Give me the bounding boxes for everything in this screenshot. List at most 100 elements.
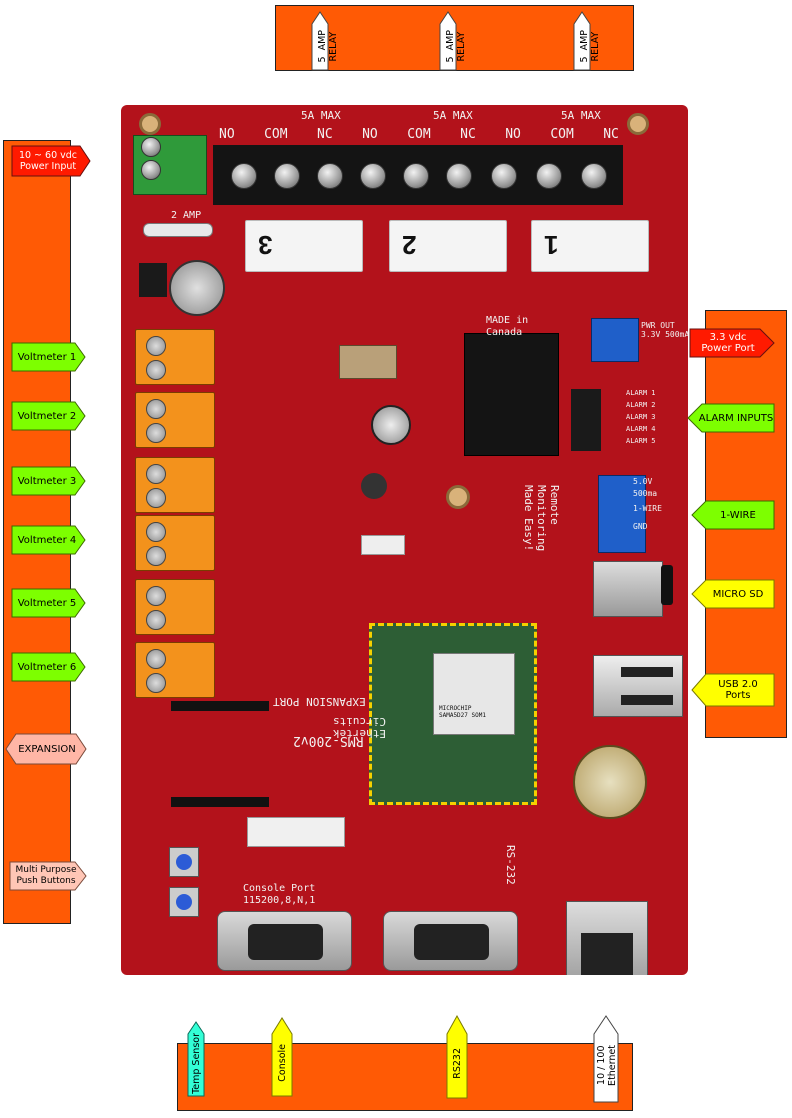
label-micro-sd: MICRO SD <box>712 588 764 600</box>
vm5-arrow <box>11 588 86 618</box>
label-alarm-inputs: ALARM INPUTS <box>698 412 774 424</box>
one-wire-terminal <box>598 475 646 553</box>
label-1-wire: 1-WIRE <box>720 509 756 521</box>
vm4-arrow <box>11 525 86 555</box>
coin-cell <box>573 745 647 819</box>
usb-slot-2 <box>621 695 673 705</box>
relay1-max: 5A MAX <box>561 109 601 122</box>
t-no-2: NO <box>362 127 378 142</box>
micro-sd-card <box>661 565 673 605</box>
push-button-1[interactable] <box>169 847 199 877</box>
screw-1 <box>231 163 257 189</box>
pwr-out-label: PWR OUT 3.3V 500mA <box>641 321 688 339</box>
t-com-1: COM <box>550 127 574 142</box>
relay-1-arrow-shape <box>573 11 591 71</box>
label-voltmeter-4: Voltmeter 4 <box>17 534 77 546</box>
buzzer <box>371 405 411 445</box>
console-port-label: Console Port 115200,8,N,1 <box>243 883 316 906</box>
onewire-arrow <box>691 500 775 530</box>
power-screw-1 <box>141 137 161 157</box>
label-voltmeter-1: Voltmeter 1 <box>17 351 77 363</box>
voltmeter-5-terminal <box>135 579 215 635</box>
exp-arrow <box>5 733 87 765</box>
t-com-3: COM <box>264 127 288 142</box>
label-voltmeter-3: Voltmeter 3 <box>17 475 77 487</box>
eth-arrow <box>593 1015 619 1103</box>
one-wire-labels: 5.0V 500ma 1-WIRE GND <box>633 477 683 537</box>
screw-5 <box>403 163 429 189</box>
fuse <box>143 223 213 237</box>
label-console: Console <box>276 1044 288 1082</box>
transformer <box>464 333 559 456</box>
som-label: MICROCHIP SAMA5D27 SOM1 <box>439 705 486 719</box>
capacitor <box>169 260 225 316</box>
relay-3: 3 <box>245 220 363 272</box>
ow-5v: 5.0V <box>633 477 653 486</box>
usb-arrow <box>691 673 775 707</box>
usb-slot-1 <box>621 667 673 677</box>
ow-1wire: 1-WIRE <box>633 504 662 513</box>
coil <box>361 473 387 499</box>
voltmeter-1-terminal <box>135 329 215 385</box>
label-power-input: 10 ~ 60 vdc Power Input <box>18 150 78 172</box>
relay-1: 1 <box>531 220 649 272</box>
temp-connector <box>361 535 405 555</box>
push-button-2[interactable] <box>169 887 199 917</box>
alarm-jumpers <box>571 389 601 451</box>
label-rs232: RS232 <box>451 1047 463 1079</box>
screw-8 <box>536 163 562 189</box>
relay-2-arrow-shape <box>439 11 457 71</box>
vm3-arrow <box>11 466 86 496</box>
label-power-port: 3.3 vdc Power Port <box>701 332 755 354</box>
screw-4 <box>360 163 386 189</box>
t-no-3: NO <box>219 127 235 142</box>
fuse-label: 2 AMP <box>171 210 202 221</box>
t-nc-2: NC <box>460 127 476 142</box>
ribbon-connector <box>247 817 345 847</box>
voltmeter-2-terminal <box>135 392 215 448</box>
regulator <box>139 263 167 297</box>
t-com-2: COM <box>407 127 431 142</box>
label-voltmeter-5: Voltmeter 5 <box>17 597 77 609</box>
mount-hole-tr <box>627 113 649 135</box>
t-nc-3: NC <box>317 127 333 142</box>
relay2-max: 5A MAX <box>433 109 473 122</box>
expansion-header-bottom <box>171 797 269 807</box>
screw-7 <box>491 163 517 189</box>
vm6-arrow <box>11 652 86 682</box>
made-in-canada: MADE in Canada <box>486 315 529 338</box>
inductor <box>339 345 397 379</box>
usb-port <box>593 655 683 717</box>
label-push-buttons: Multi Purpose Push Buttons <box>15 865 77 886</box>
screw-6 <box>446 163 472 189</box>
pwr-out-terminal <box>591 318 639 362</box>
mount-hole-tl <box>139 113 161 135</box>
relay-2: 2 <box>389 220 507 272</box>
label-temp-sensor: Temp Sensor <box>190 1032 202 1094</box>
som-chip <box>433 653 515 735</box>
bottom-callout-bar <box>177 1043 633 1111</box>
screw-9 <box>581 163 607 189</box>
ow-500ma: 500ma <box>633 489 658 498</box>
temp-arrow <box>187 1021 205 1097</box>
sd-arrow <box>691 579 775 609</box>
rs232-arrow <box>446 1014 468 1099</box>
mount-hole-mid <box>446 485 470 509</box>
alarm-arrow <box>687 403 775 433</box>
ethernet-socket <box>581 933 633 975</box>
vm1-arrow <box>11 342 86 372</box>
terminal-labels: NO COM NC NO COM NC NO COM NC <box>219 127 619 142</box>
rs232-db9 <box>383 911 518 971</box>
screw-2 <box>274 163 300 189</box>
alarm-pin-labels: ALARM 1 ALARM 2 ALARM 3 ALARM 4 ALARM 5 <box>626 387 686 447</box>
voltmeter-3-terminal <box>135 457 215 513</box>
micro-sd-slot <box>593 561 663 617</box>
expansion-header-top <box>171 701 269 711</box>
screw-3 <box>317 163 343 189</box>
relay3-max: 5A MAX <box>301 109 341 122</box>
power-screw-2 <box>141 160 161 180</box>
console-arrow <box>271 1017 293 1097</box>
label-usb-ports: USB 2.0 Ports <box>718 679 758 701</box>
